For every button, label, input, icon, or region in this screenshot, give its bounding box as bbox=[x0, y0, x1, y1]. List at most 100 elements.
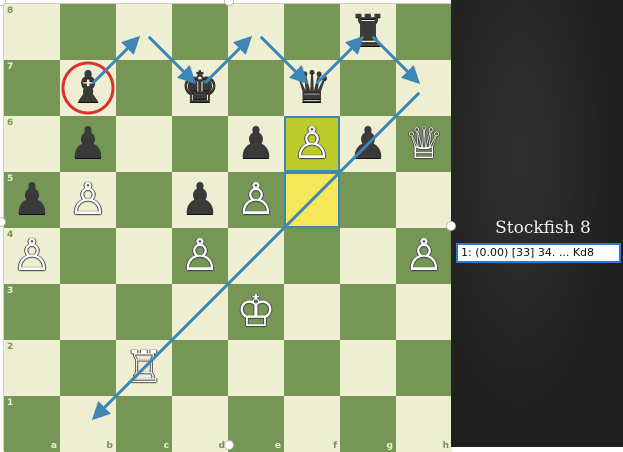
square-e3[interactable]: ♔ bbox=[228, 284, 284, 340]
file-label: h bbox=[443, 441, 449, 451]
square-g8[interactable]: ♜ bbox=[340, 4, 396, 60]
file-label: a bbox=[51, 441, 57, 451]
square-a3[interactable]: 3 bbox=[4, 284, 60, 340]
white-queen-icon[interactable]: ♕ bbox=[396, 116, 452, 172]
black-pawn-icon[interactable]: ♟ bbox=[4, 172, 60, 228]
square-e8[interactable] bbox=[228, 4, 284, 60]
square-h2[interactable] bbox=[396, 340, 452, 396]
file-label: g bbox=[387, 441, 393, 451]
square-a2[interactable]: 2 bbox=[4, 340, 60, 396]
square-h8[interactable] bbox=[396, 4, 452, 60]
square-a6[interactable]: 6 bbox=[4, 116, 60, 172]
square-h4[interactable]: ♙ bbox=[396, 228, 452, 284]
square-e1[interactable]: e bbox=[228, 396, 284, 452]
black-queen-icon[interactable]: ♛ bbox=[284, 60, 340, 116]
square-g7[interactable] bbox=[340, 60, 396, 116]
square-c4[interactable] bbox=[116, 228, 172, 284]
rank-label: 7 bbox=[7, 62, 13, 72]
square-b7[interactable]: ♝ bbox=[60, 60, 116, 116]
square-d2[interactable] bbox=[172, 340, 228, 396]
square-g1[interactable]: g bbox=[340, 396, 396, 452]
square-c3[interactable] bbox=[116, 284, 172, 340]
black-pawn-icon[interactable]: ♟ bbox=[340, 116, 396, 172]
square-f4[interactable] bbox=[284, 228, 340, 284]
square-c8[interactable] bbox=[116, 4, 172, 60]
square-e2[interactable] bbox=[228, 340, 284, 396]
square-h1[interactable]: h bbox=[396, 396, 452, 452]
square-e4[interactable] bbox=[228, 228, 284, 284]
square-c1[interactable]: c bbox=[116, 396, 172, 452]
resize-handle-bottom-middle[interactable] bbox=[224, 440, 234, 450]
square-g2[interactable] bbox=[340, 340, 396, 396]
white-pawn-icon[interactable]: ♙ bbox=[60, 172, 116, 228]
white-pawn-icon[interactable]: ♙ bbox=[172, 228, 228, 284]
resize-handle-right-middle[interactable] bbox=[446, 221, 456, 231]
square-d4[interactable]: ♙ bbox=[172, 228, 228, 284]
black-rook-icon[interactable]: ♜ bbox=[340, 4, 396, 60]
square-b3[interactable] bbox=[60, 284, 116, 340]
rank-label: 1 bbox=[7, 398, 13, 408]
square-f7[interactable]: ♛ bbox=[284, 60, 340, 116]
square-f3[interactable] bbox=[284, 284, 340, 340]
square-f1[interactable]: f bbox=[284, 396, 340, 452]
square-h7[interactable] bbox=[396, 60, 452, 116]
rank-label: 8 bbox=[7, 6, 13, 16]
square-d8[interactable] bbox=[172, 4, 228, 60]
engine-name: Stockfish 8 bbox=[463, 218, 623, 238]
file-label: f bbox=[333, 441, 337, 451]
square-b4[interactable] bbox=[60, 228, 116, 284]
square-b8[interactable] bbox=[60, 4, 116, 60]
black-pawn-icon[interactable]: ♟ bbox=[228, 116, 284, 172]
square-f5[interactable] bbox=[284, 172, 340, 228]
square-g5[interactable] bbox=[340, 172, 396, 228]
square-b5[interactable]: ♙ bbox=[60, 172, 116, 228]
square-h3[interactable] bbox=[396, 284, 452, 340]
square-c5[interactable] bbox=[116, 172, 172, 228]
rank-label: 3 bbox=[7, 286, 13, 296]
black-bishop-icon[interactable]: ♝ bbox=[60, 60, 116, 116]
square-f2[interactable] bbox=[284, 340, 340, 396]
square-g6[interactable]: ♟ bbox=[340, 116, 396, 172]
square-a8[interactable]: 8 bbox=[4, 4, 60, 60]
white-pawn-icon[interactable]: ♙ bbox=[228, 172, 284, 228]
white-king-icon[interactable]: ♔ bbox=[228, 284, 284, 340]
square-c7[interactable] bbox=[116, 60, 172, 116]
engine-analysis-line[interactable]: 1: (0.00) [33] 34. ... Kd8 bbox=[456, 243, 621, 263]
square-h5[interactable] bbox=[396, 172, 452, 228]
rank-label: 6 bbox=[7, 118, 13, 128]
square-c6[interactable] bbox=[116, 116, 172, 172]
square-b6[interactable]: ♟ bbox=[60, 116, 116, 172]
square-g3[interactable] bbox=[340, 284, 396, 340]
square-b2[interactable] bbox=[60, 340, 116, 396]
white-pawn-icon[interactable]: ♙ bbox=[284, 116, 340, 172]
square-a4[interactable]: 4♙ bbox=[4, 228, 60, 284]
white-pawn-icon[interactable]: ♙ bbox=[4, 228, 60, 284]
square-d7[interactable]: ♚ bbox=[172, 60, 228, 116]
square-c2[interactable]: ♖ bbox=[116, 340, 172, 396]
black-pawn-icon[interactable]: ♟ bbox=[172, 172, 228, 228]
white-pawn-icon[interactable]: ♙ bbox=[396, 228, 452, 284]
square-f8[interactable] bbox=[284, 4, 340, 60]
black-pawn-icon[interactable]: ♟ bbox=[60, 116, 116, 172]
square-e7[interactable] bbox=[228, 60, 284, 116]
file-label: b bbox=[107, 441, 113, 451]
file-label: e bbox=[275, 441, 281, 451]
square-d1[interactable]: d bbox=[172, 396, 228, 452]
square-a5[interactable]: 5♟ bbox=[4, 172, 60, 228]
black-king-icon[interactable]: ♚ bbox=[172, 60, 228, 116]
square-e5[interactable]: ♙ bbox=[228, 172, 284, 228]
square-f6[interactable]: ♙ bbox=[284, 116, 340, 172]
square-d5[interactable]: ♟ bbox=[172, 172, 228, 228]
square-d6[interactable] bbox=[172, 116, 228, 172]
rank-label: 2 bbox=[7, 342, 13, 352]
square-e6[interactable]: ♟ bbox=[228, 116, 284, 172]
square-g4[interactable] bbox=[340, 228, 396, 284]
square-a7[interactable]: 7 bbox=[4, 60, 60, 116]
white-rook-icon[interactable]: ♖ bbox=[116, 340, 172, 396]
square-b1[interactable]: b bbox=[60, 396, 116, 452]
square-h6[interactable]: ♕ bbox=[396, 116, 452, 172]
square-d3[interactable] bbox=[172, 284, 228, 340]
engine-panel: Stockfish 8 1: (0.00) [33] 34. ... Kd8 bbox=[451, 0, 623, 447]
